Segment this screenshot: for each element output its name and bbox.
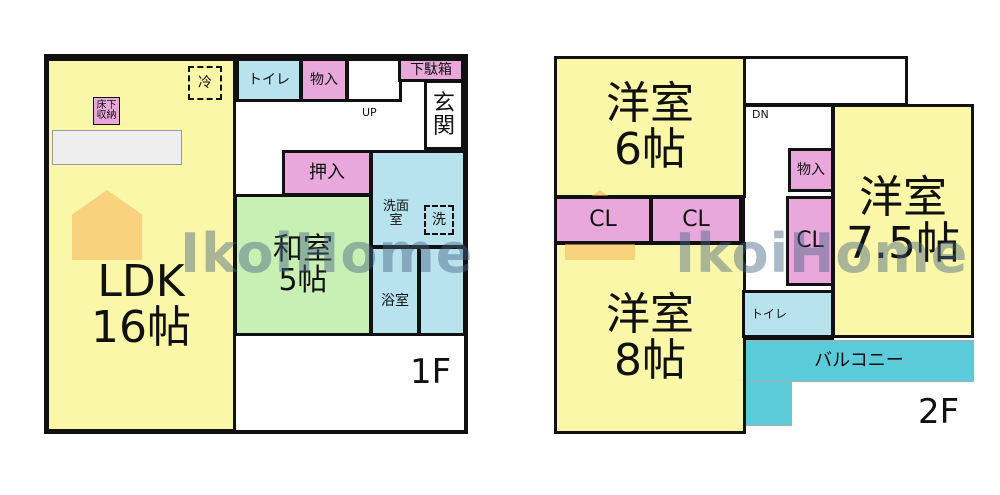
room-western-7-5: 洋室 7.5帖 <box>832 104 974 338</box>
stairs-1f <box>346 58 402 102</box>
storage-1f: 物入 <box>300 58 348 102</box>
shoe-cabinet: 下駄箱 <box>398 58 464 82</box>
fridge-space: 冷 <box>188 66 222 100</box>
closet-oshiire: 押入 <box>282 150 372 196</box>
storage-2f: 物入 <box>788 148 834 192</box>
floor2-label: 2F <box>918 392 960 432</box>
stairs-up-label: UP <box>362 106 377 119</box>
room-western-8: 洋室 8帖 <box>554 242 746 434</box>
watermark-right: IkoiHome <box>675 222 969 285</box>
toilet-1f: トイレ <box>236 58 302 102</box>
room-ldk: LDK 16帖 <box>46 58 236 432</box>
bathtub <box>418 246 466 336</box>
closet-cl3: CL <box>786 196 834 286</box>
kitchen-counter <box>52 130 182 165</box>
floor1-label: 1F <box>410 352 452 392</box>
stairs-2f <box>742 56 908 106</box>
underfloor-storage: 床下 収納 <box>93 97 120 125</box>
closet-cl1: CL <box>554 196 652 244</box>
room-western-6: 洋室 6帖 <box>554 56 746 198</box>
stairs-dn-label: DN <box>752 108 769 121</box>
balcony-extension <box>744 380 792 426</box>
toilet-2f: トイレ <box>742 290 834 338</box>
watermark-left: IkoiHome <box>180 222 474 285</box>
balcony: バルコニー <box>744 340 974 382</box>
entrance: 玄 関 <box>424 80 464 150</box>
washer-space: 洗 <box>424 205 454 235</box>
